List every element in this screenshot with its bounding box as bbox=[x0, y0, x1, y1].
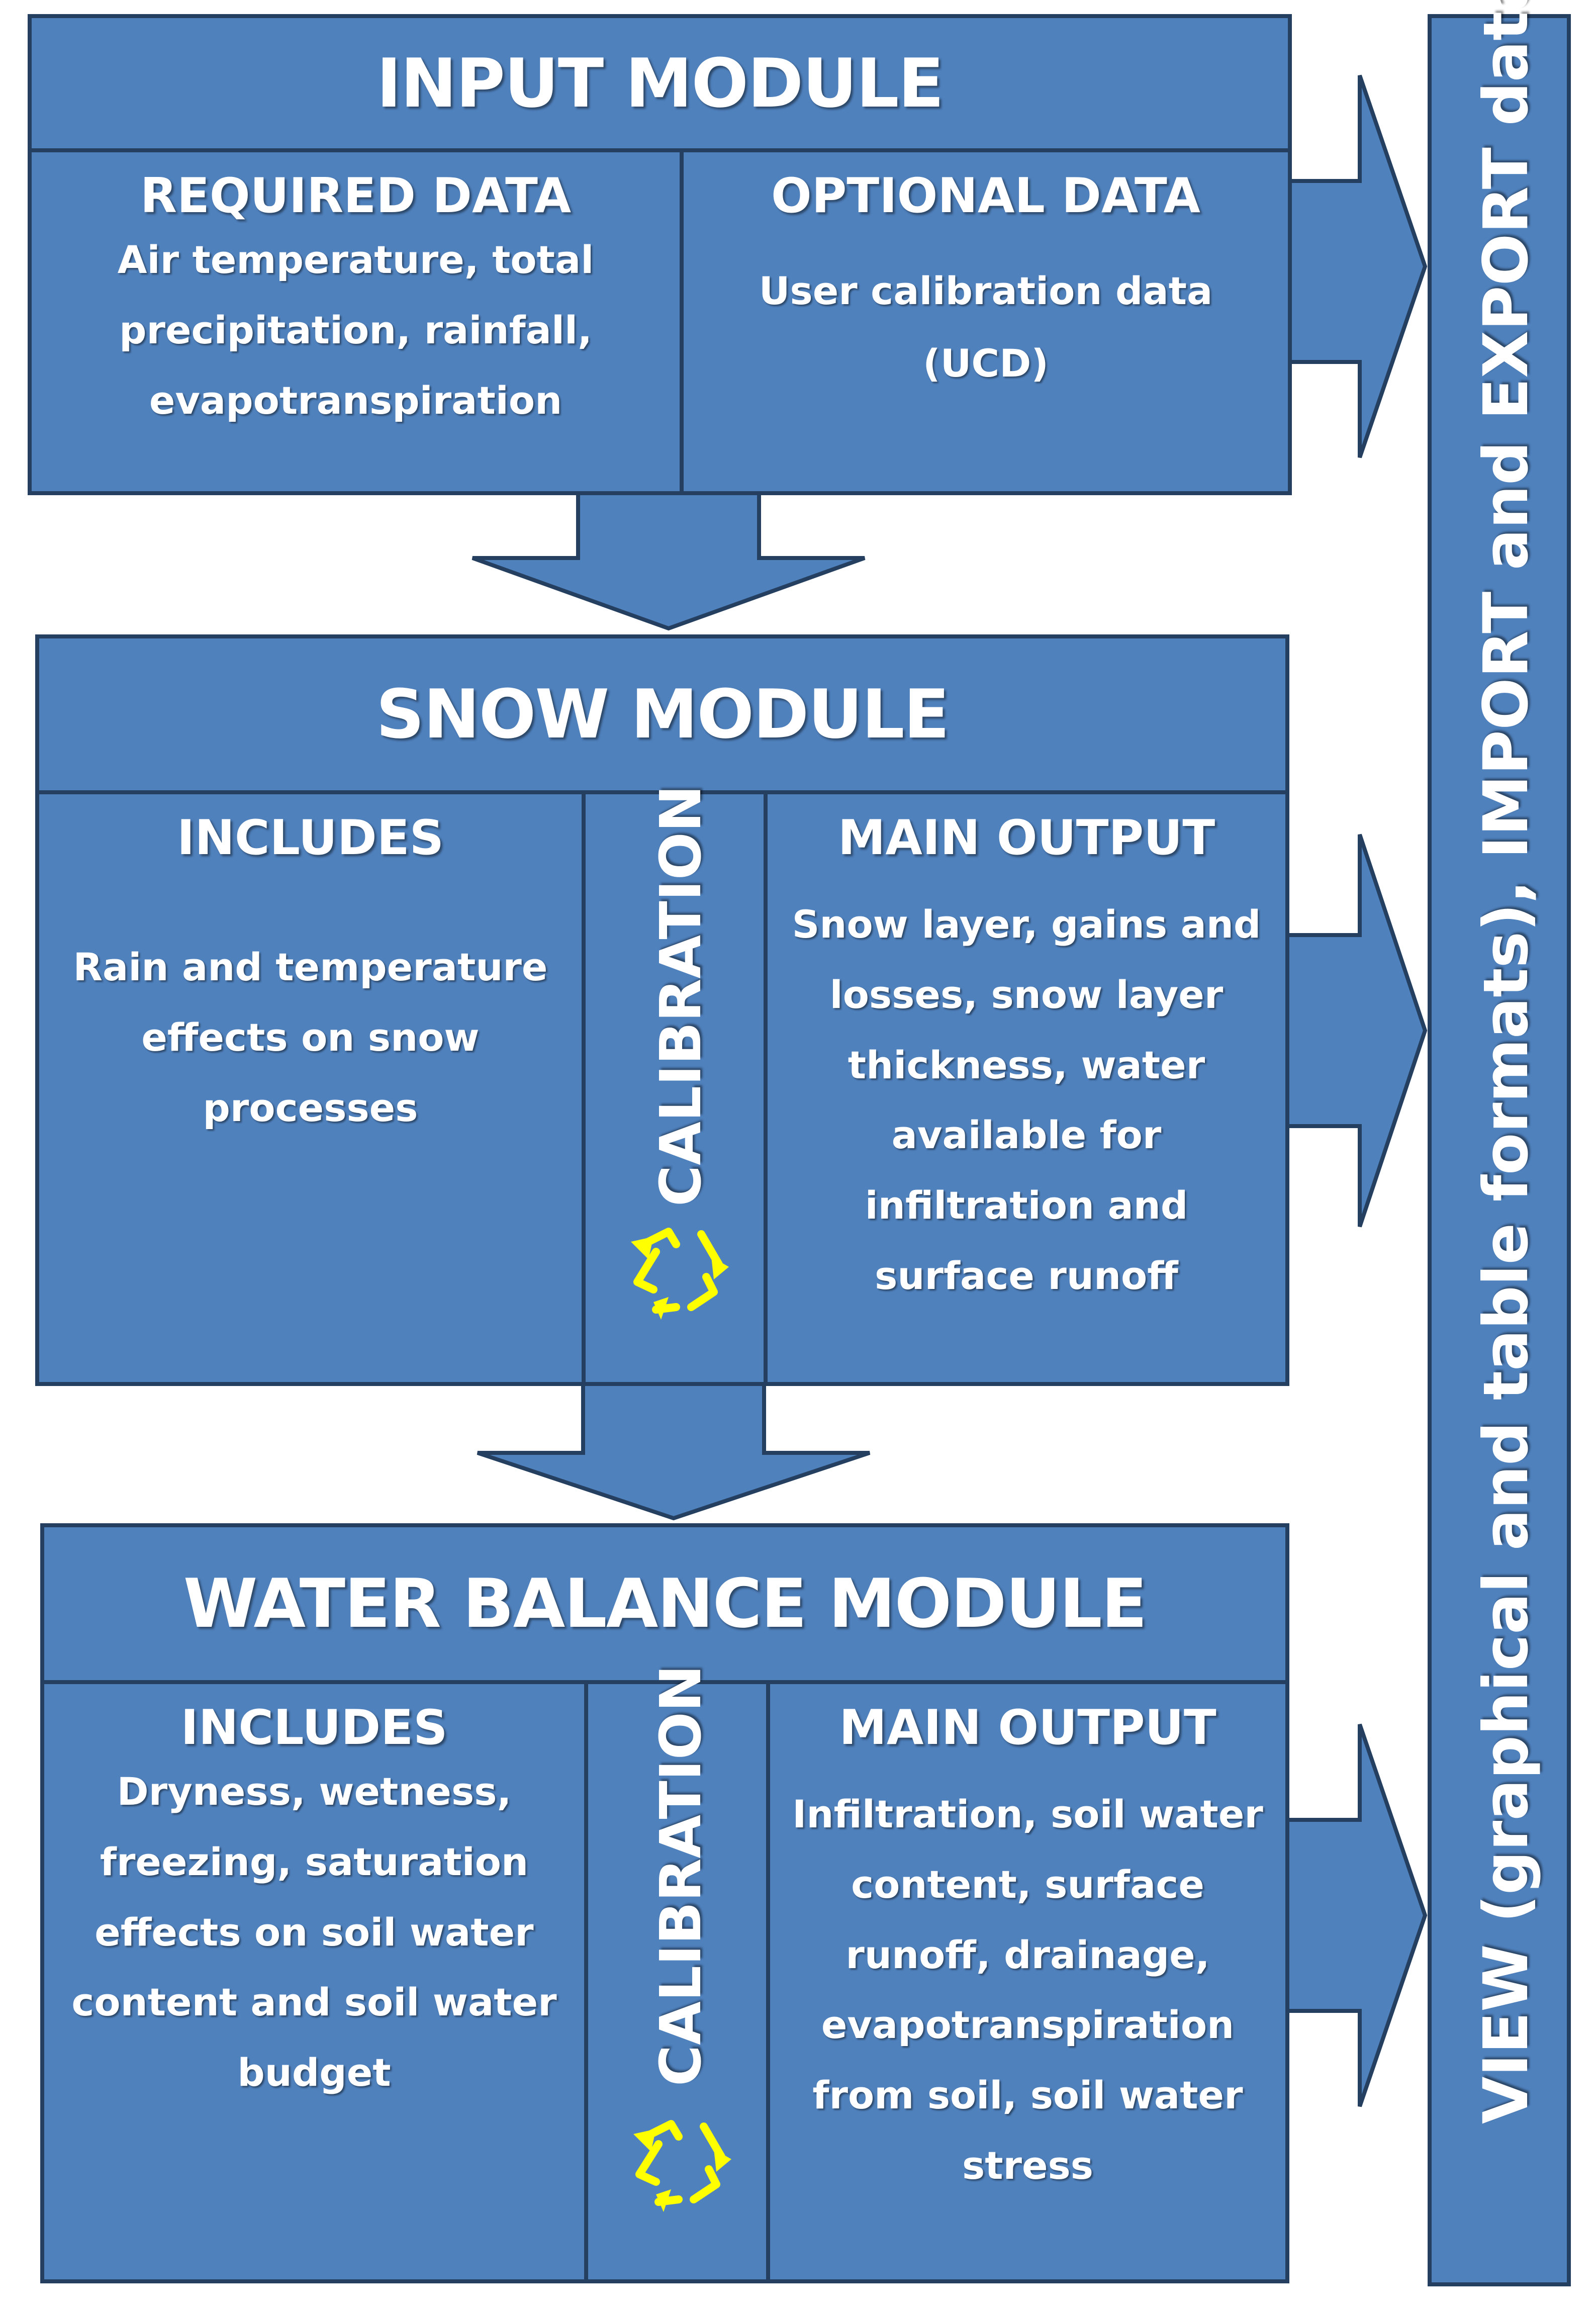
water-balance-module-title: WATER BALANCE MODULE bbox=[183, 1564, 1148, 1643]
wb-includes-cell: INCLUDES Dryness, wetness, freezing, sat… bbox=[40, 1680, 588, 2283]
snow-calibration-cell bbox=[582, 790, 768, 1386]
arrow-right-icon bbox=[1282, 834, 1428, 1228]
optional-data-heading: OPTIONAL DATA bbox=[771, 168, 1200, 224]
wb-includes-text: Dryness, wetness, freezing, saturation e… bbox=[71, 1769, 557, 2095]
snow-includes-text: Rain and temperature effects on snow pro… bbox=[73, 945, 548, 1130]
arrow-down-icon bbox=[472, 481, 866, 631]
required-data-heading: REQUIRED DATA bbox=[140, 168, 572, 224]
snow-main-output-heading: MAIN OUTPUT bbox=[837, 810, 1215, 866]
snow-main-output-cell: MAIN OUTPUT Snow layer, gains and losses… bbox=[764, 790, 1289, 1386]
arrow-right-icon bbox=[1282, 1723, 1428, 2107]
snow-main-output-text: Snow layer, gains and losses, snow layer… bbox=[792, 902, 1261, 1299]
snow-module-header: SNOW MODULE bbox=[35, 634, 1289, 794]
arrow-down-icon bbox=[477, 1375, 871, 1521]
view-panel-text: VIEW (graphical and table formats), IMPO… bbox=[1470, 0, 1542, 2124]
arrow-right-icon bbox=[1282, 74, 1428, 458]
wb-calibration-cell bbox=[584, 1680, 770, 2283]
input-module-title: INPUT MODULE bbox=[376, 44, 944, 123]
required-data-text: Air temperature, total precipitation, ra… bbox=[117, 237, 594, 423]
input-module-header: INPUT MODULE bbox=[28, 14, 1292, 152]
wb-main-output-cell: MAIN OUTPUT Infiltration, soil water con… bbox=[766, 1680, 1289, 2283]
snow-module-title: SNOW MODULE bbox=[375, 675, 950, 754]
required-data-cell: REQUIRED DATA Air temperature, total pre… bbox=[28, 148, 684, 495]
view-panel bbox=[1428, 14, 1571, 2286]
wb-main-output-heading: MAIN OUTPUT bbox=[839, 1700, 1216, 1756]
optional-data-text: User calibration data (UCD) bbox=[759, 268, 1213, 386]
snow-includes-cell: INCLUDES Rain and temperature effects on… bbox=[35, 790, 586, 1386]
water-balance-module-header: WATER BALANCE MODULE bbox=[40, 1523, 1289, 1684]
optional-data-cell: OPTIONAL DATA User calibration data (UCD… bbox=[680, 148, 1292, 495]
wb-main-output-text: Infiltration, soil water content, surfac… bbox=[792, 1792, 1263, 2188]
snow-includes-heading: INCLUDES bbox=[176, 810, 444, 866]
snow-calibration-label: CALIBRATION bbox=[648, 785, 714, 1207]
wb-includes-heading: INCLUDES bbox=[180, 1700, 448, 1756]
wb-calibration-label: CALIBRATION bbox=[648, 1665, 714, 2086]
